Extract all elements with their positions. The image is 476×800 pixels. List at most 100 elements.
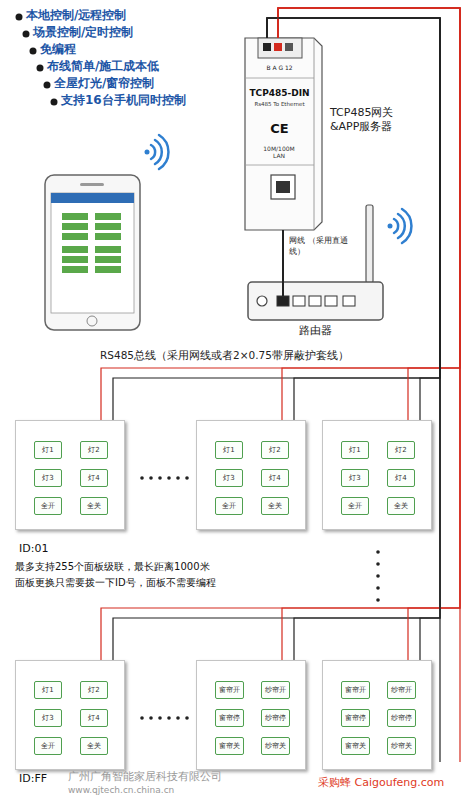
feature-bullet: 布线简单/施工成本低: [47, 60, 159, 74]
watermark: 采购蜂 Caigoufeng.com: [318, 777, 444, 790]
button-label: 窗帘停: [216, 714, 243, 722]
bus-wire: [439, 618, 440, 762]
button-label: 窗帘关: [216, 742, 243, 750]
button-label: 灯2: [388, 446, 414, 454]
button-label: 纱帘停: [388, 714, 415, 722]
panel-button: 窗帘停: [341, 709, 370, 727]
panel-button: 灯4: [80, 469, 108, 487]
button-label: 全关: [81, 502, 107, 510]
button-label: 灯2: [262, 446, 288, 454]
panel-button: 纱帘停: [387, 709, 416, 727]
button-label: 全开: [342, 502, 368, 510]
button-label: 灯4: [262, 474, 288, 482]
panel-button: 纱帘关: [261, 737, 290, 755]
bus-label: RS485总线（采用网线或者2×0.75带屏蔽护套线）: [100, 349, 349, 361]
feature-bullet: 免编程: [40, 43, 76, 57]
panel-button: 纱帘开: [261, 681, 290, 699]
gateway-device: B A G 12TCP485-DINRs485 To EthernetCE10M…: [245, 38, 322, 230]
router: 路由器: [248, 282, 383, 320]
panel-button: 灯1: [34, 681, 62, 699]
button-label: 全关: [81, 742, 107, 750]
panel-button: 灯1: [341, 441, 369, 459]
button-label: 纱帘关: [388, 742, 415, 750]
button-label: 纱帘开: [388, 686, 415, 694]
panel-button: 全关: [80, 497, 108, 515]
panel-button: 灯2: [261, 441, 289, 459]
button-label: 灯1: [35, 446, 61, 454]
panel-button: 全关: [387, 497, 415, 515]
button-label: 灯4: [388, 474, 414, 482]
wifi-symbol: [388, 209, 412, 243]
button-label: 纱帘开: [262, 686, 289, 694]
button-label: 灯3: [216, 474, 242, 482]
panel-button: 灯2: [80, 681, 108, 699]
button-label: 窗帘开: [216, 686, 243, 694]
button-label: 灯2: [81, 446, 107, 454]
gateway-housing: [245, 38, 322, 230]
button-label: 灯3: [35, 714, 61, 722]
device-marking: TCP485-DIN: [245, 88, 314, 98]
panel-button: 窗帘停: [215, 709, 244, 727]
panel-id: ID:01: [19, 543, 48, 556]
panel-button: 灯1: [34, 441, 62, 459]
panel-button: 全开: [341, 497, 369, 515]
panel-button: 窗帘开: [215, 681, 244, 699]
panel-button: 纱帘停: [261, 709, 290, 727]
watermark: www.qjtech.cn.china.cn: [68, 785, 174, 795]
switch-panel: 灯1 灯2 灯3 灯4 全开 全关: [322, 420, 432, 530]
button-label: 全开: [35, 502, 61, 510]
switch-panel: 窗帘开 纱帘开窗帘停 纱帘停窗帘关 纱帘关: [196, 660, 306, 770]
device-marking: CE: [245, 122, 314, 137]
button-label: 灯1: [35, 686, 61, 694]
feature-bullet: 支持16台手机同时控制: [61, 94, 186, 108]
button-label: 灯1: [216, 446, 242, 454]
button-label: 全开: [216, 502, 242, 510]
panel-button: 灯4: [261, 469, 289, 487]
panel-button: 窗帘关: [341, 737, 370, 755]
panel-button: 全关: [80, 737, 108, 755]
feature-bullet: 全屋灯光/窗帘控制: [54, 77, 154, 91]
button-label: 纱帘停: [262, 714, 289, 722]
panel-button: 纱帘关: [387, 737, 416, 755]
rs485-wire: [267, 18, 440, 660]
panel-button: 灯3: [34, 709, 62, 727]
panel-id: ID:FF: [19, 773, 47, 786]
button-label: 灯4: [81, 474, 107, 482]
panel-button: 灯2: [387, 441, 415, 459]
button-label: 灯3: [342, 474, 368, 482]
panel-button: 窗帘关: [215, 737, 244, 755]
panel-button: 灯3: [215, 469, 243, 487]
feature-bullet: 场景控制/定时控制: [33, 26, 133, 40]
button-label: 纱帘关: [262, 742, 289, 750]
device-label: TCP485网关 &APP服务器: [330, 106, 422, 135]
panel-button: 灯1: [215, 441, 243, 459]
switch-panel: ID:FF灯1灯2灯3灯4全开全关: [15, 660, 125, 770]
router: [248, 205, 383, 320]
note: 面板更换只需要拨一下ID号，面板不需要编程: [15, 577, 216, 589]
panel-button: 窗帘开: [341, 681, 370, 699]
button-label: 窗帘开: [342, 686, 369, 694]
switch-panel: 灯1 灯2 灯3 灯4 全开 全关: [196, 420, 306, 530]
feature-bullet: 本地控制/远程控制: [26, 9, 126, 23]
switch-panel: ID:01灯1灯2灯3灯4全开全关: [15, 420, 125, 530]
bus-wire: [459, 608, 460, 762]
panel-button: 灯3: [34, 469, 62, 487]
rs485-wire: [267, 18, 440, 660]
panel-button: 灯4: [80, 709, 108, 727]
button-label: 灯2: [81, 686, 107, 694]
connector: [283, 230, 284, 282]
router-label: 路由器: [248, 325, 383, 338]
button-label: 窗帘关: [342, 742, 369, 750]
switch-panel: 窗帘开 纱帘开窗帘停 纱帘停窗帘关 纱帘关: [322, 660, 432, 770]
panel-button: 全开: [34, 497, 62, 515]
button-label: 灯1: [342, 446, 368, 454]
watermark: 广州广角智能家居科技有限公司: [68, 771, 222, 784]
button-label: 全关: [388, 502, 414, 510]
note: 最多支持255个面板级联，最长距离1000米: [15, 561, 210, 573]
panel-button: 全关: [261, 497, 289, 515]
panel-button: 全开: [34, 737, 62, 755]
panel-button: 灯4: [387, 469, 415, 487]
button-label: 窗帘停: [342, 714, 369, 722]
button-label: 灯4: [81, 714, 107, 722]
